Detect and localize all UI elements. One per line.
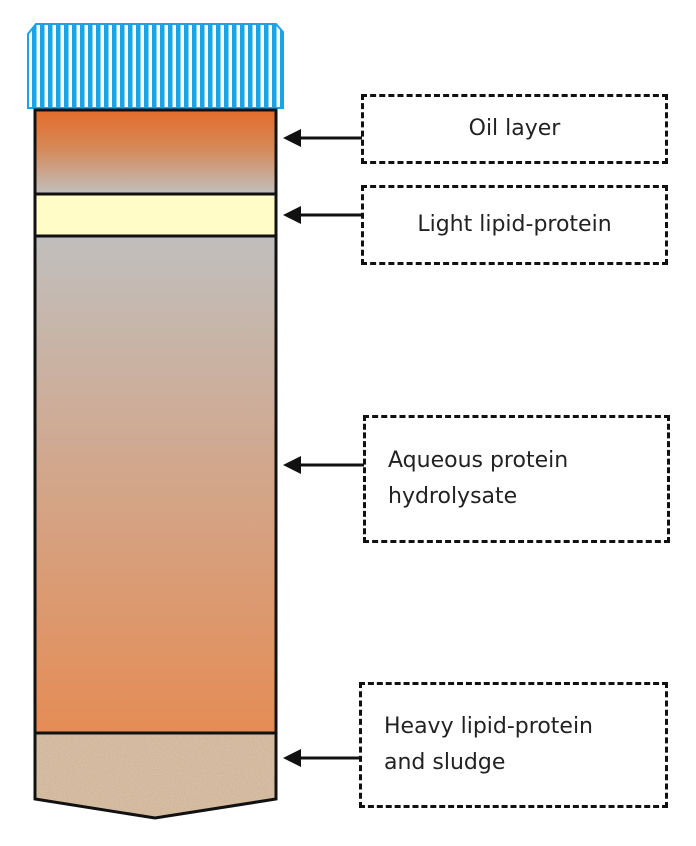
arrow-heavy-lipid-protein-sludge [283, 749, 360, 767]
label-text: Light lipid-protein [417, 212, 612, 237]
pointer-arrows [283, 129, 364, 767]
label-light-lipid-protein: Light lipid-protein [361, 185, 668, 265]
layer-aqueous-protein-hydrolysate [35, 236, 276, 733]
label-oil-layer: Oil layer [361, 94, 668, 164]
label-heavy-lipid-protein-sludge: Heavy lipid-protein and sludge [359, 682, 668, 808]
arrow-light-lipid-protein [283, 206, 362, 224]
tube-outline [33, 108, 278, 820]
layer-heavy-sludge [35, 733, 276, 818]
label-text: Heavy lipid-protein [384, 714, 593, 739]
layer-light-lipid-protein [35, 194, 276, 236]
label-text: hydrolysate [388, 484, 518, 509]
label-aqueous-protein-hydrolysate: Aqueous protein hydrolysate [363, 415, 670, 543]
tube-body [33, 108, 278, 820]
layer-oil [35, 110, 276, 194]
arrow-oil-layer [283, 129, 362, 147]
label-text: Oil layer [468, 116, 561, 141]
tube-cap-body [27, 23, 284, 109]
tube-cap [27, 23, 284, 109]
label-text: and sludge [384, 750, 506, 775]
label-text: Aqueous protein [388, 448, 569, 473]
arrow-aqueous-protein-hydrolysate [283, 456, 364, 474]
